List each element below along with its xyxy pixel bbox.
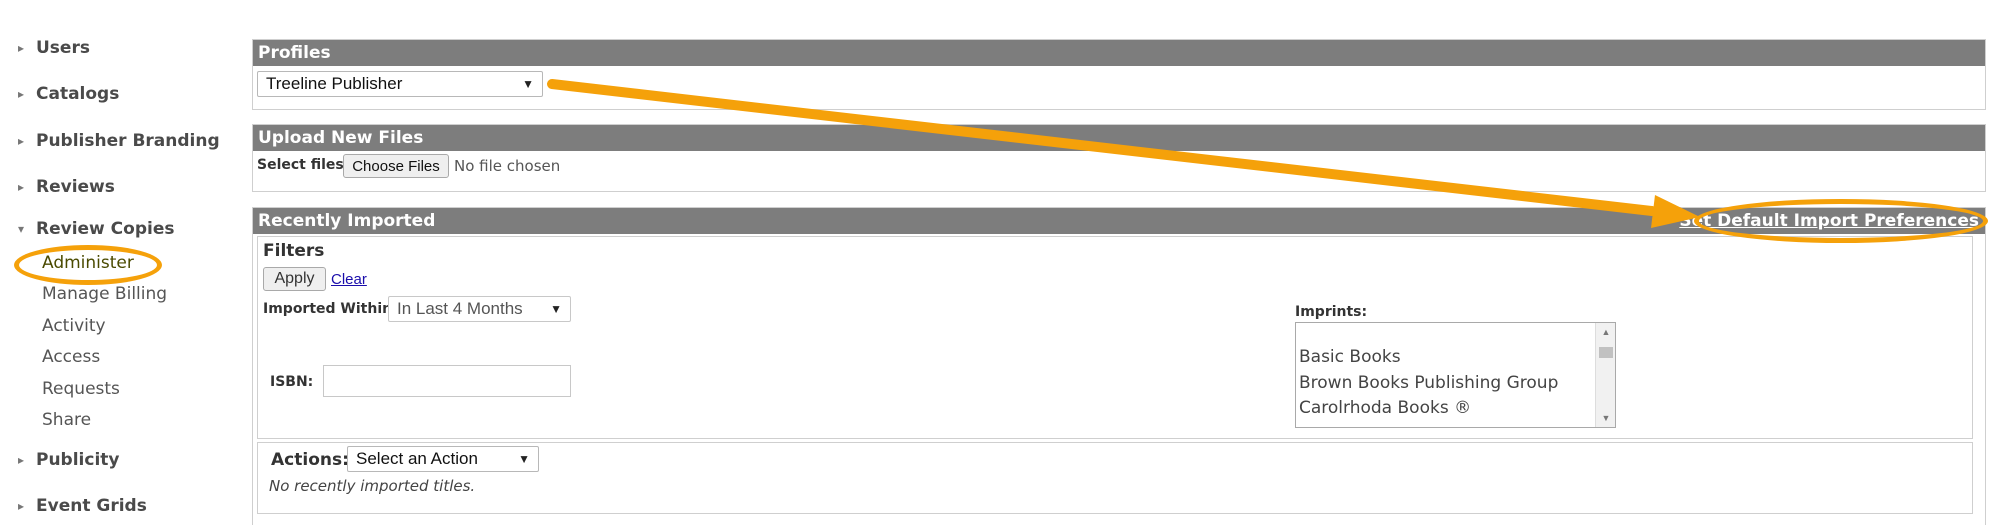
- imprints-label: Imprints:: [1295, 304, 1368, 320]
- chevron-down-icon: ▾: [18, 222, 25, 236]
- sidebar-subitem-share[interactable]: Share: [42, 410, 92, 430]
- dropdown-arrow-icon: ▼: [518, 452, 530, 466]
- imprint-option[interactable]: Carolrhoda Books ®: [1299, 398, 1472, 418]
- actions-select[interactable]: Select an Action ▼: [347, 446, 539, 472]
- chevron-right-icon: ▸: [18, 87, 25, 101]
- chevron-right-icon: ▸: [18, 134, 25, 148]
- filters-title: Filters: [263, 241, 325, 261]
- choose-files-button[interactable]: Choose Files: [343, 154, 449, 178]
- profile-select[interactable]: Treeline Publisher ▼: [257, 71, 543, 97]
- sidebar-item-publicity[interactable]: ▸ Publicity: [18, 450, 120, 470]
- profiles-section: Profiles Treeline Publisher ▼: [252, 39, 1986, 110]
- chevron-right-icon: ▸: [18, 180, 25, 194]
- imported-within-label: Imported Within:: [263, 301, 398, 317]
- sidebar-item-users[interactable]: ▸ Users: [18, 38, 90, 58]
- recently-imported-section: Recently Imported Set Default Import Pre…: [252, 207, 1986, 525]
- scroll-down-icon[interactable]: ▼: [1601, 413, 1611, 423]
- chevron-right-icon: ▸: [18, 453, 25, 467]
- dropdown-arrow-icon: ▼: [550, 302, 562, 316]
- set-default-import-preferences-link[interactable]: Set Default Import Preferences: [1679, 211, 1979, 231]
- sidebar-item-review-copies[interactable]: ▾ Review Copies: [18, 219, 175, 239]
- sidebar-subitem-activity[interactable]: Activity: [42, 316, 106, 336]
- file-status-text: No file chosen: [454, 157, 561, 175]
- actions-label: Actions:: [271, 450, 349, 470]
- actions-panel: Actions: Select an Action ▼ No recently …: [257, 442, 1973, 514]
- imprints-listbox[interactable]: Basic Books Brown Books Publishing Group…: [1295, 322, 1616, 428]
- dropdown-arrow-icon: ▼: [522, 77, 534, 91]
- sidebar-item-catalogs[interactable]: ▸ Catalogs: [18, 84, 120, 104]
- sidebar-item-event-grids[interactable]: ▸ Event Grids: [18, 496, 147, 516]
- recently-imported-header: Recently Imported Set Default Import Pre…: [253, 208, 1985, 234]
- scroll-up-icon[interactable]: ▲: [1601, 327, 1611, 337]
- imprints-scrollbar[interactable]: ▲ ▼: [1595, 323, 1615, 427]
- chevron-right-icon: ▸: [18, 499, 25, 513]
- upload-section: Upload New Files Select files: Choose Fi…: [252, 124, 1986, 192]
- isbn-label: ISBN:: [270, 374, 314, 390]
- apply-button[interactable]: Apply: [263, 267, 326, 291]
- imported-within-select[interactable]: In Last 4 Months ▼: [388, 296, 571, 322]
- upload-header: Upload New Files: [253, 125, 1985, 151]
- imprint-option[interactable]: Basic Books: [1299, 347, 1401, 367]
- sidebar-item-reviews[interactable]: ▸ Reviews: [18, 177, 115, 197]
- profiles-header: Profiles: [253, 40, 1985, 66]
- imprint-option[interactable]: Brown Books Publishing Group: [1299, 373, 1559, 393]
- sidebar-nav: ▸ Users ▸ Catalogs ▸ Publisher Branding …: [0, 0, 240, 525]
- empty-message: No recently imported titles.: [269, 477, 476, 495]
- clear-link[interactable]: Clear: [331, 271, 367, 288]
- chevron-right-icon: ▸: [18, 41, 25, 55]
- sidebar-subitem-access[interactable]: Access: [42, 347, 101, 367]
- sidebar-subitem-manage-billing[interactable]: Manage Billing: [42, 284, 168, 304]
- select-files-label: Select files:: [257, 157, 350, 173]
- scroll-thumb[interactable]: [1599, 347, 1613, 358]
- sidebar-subitem-requests[interactable]: Requests: [42, 379, 120, 399]
- isbn-input[interactable]: [323, 365, 571, 397]
- filters-panel: Filters Apply Clear Imported Within: In …: [257, 236, 1973, 439]
- sidebar-subitem-administer[interactable]: Administer: [42, 253, 134, 273]
- sidebar-item-publisher-branding[interactable]: ▸ Publisher Branding: [18, 131, 220, 151]
